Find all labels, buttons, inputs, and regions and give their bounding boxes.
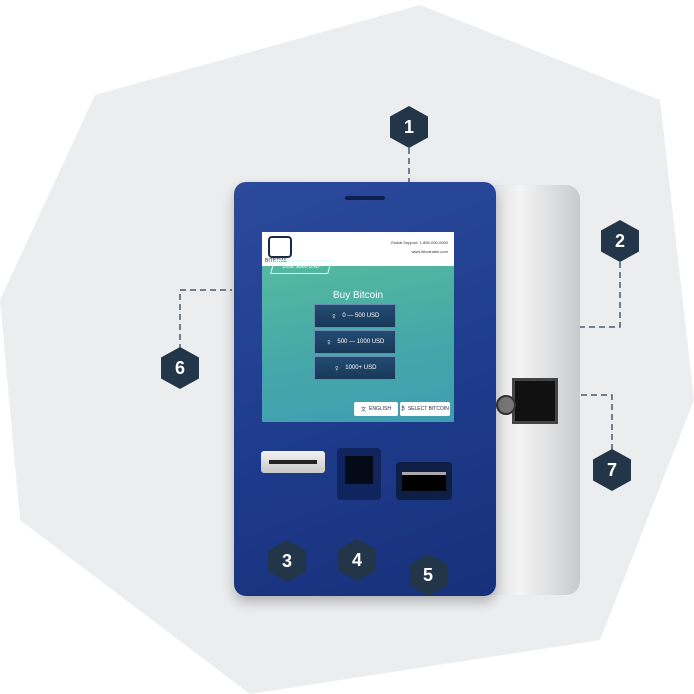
language-icon: 文	[361, 406, 367, 413]
person-icon: ♀	[330, 311, 338, 321]
language-label: ENGLISH	[369, 406, 391, 412]
option-button-1[interactable]: ♀ 0 — 500 USD	[314, 304, 396, 328]
option-label: 1000+ USD	[345, 365, 377, 371]
support-info: Global Support: 1-855-000-0000 www.bitco…	[391, 238, 448, 256]
side-receipt-slot	[512, 378, 558, 424]
callout-badge-1: 1	[390, 106, 428, 148]
bill-slot	[402, 472, 446, 491]
option-label: 0 — 500 USD	[342, 313, 380, 319]
person-icon: ♀	[333, 363, 341, 373]
lock-icon	[496, 395, 516, 415]
option-label: 500 — 1000 USD	[337, 339, 385, 345]
support-line: Global Support: 1-855-000-0000	[390, 240, 448, 245]
screen-header: BITBTMS Global Support: 1-855-000-0000 w…	[262, 232, 454, 266]
support-line: www.bitcoinatm.com	[411, 249, 448, 254]
qr-scanner	[337, 448, 381, 500]
callout-line-2	[420, 262, 621, 328]
cash-acceptor	[396, 462, 452, 500]
camera-slot	[345, 196, 385, 200]
callout-badge-3: 3	[268, 540, 306, 582]
select-bitcoin-label: SELECT BITCOIN	[407, 406, 449, 412]
person-icon: ♀	[325, 337, 333, 347]
touch-screen: BITBTMS Global Support: 1-855-000-0000 w…	[262, 232, 454, 422]
bitcoin-icon: ₿	[401, 406, 405, 412]
card-reader	[261, 451, 325, 473]
callout-badge-4: 4	[338, 539, 376, 581]
option-button-2[interactable]: ♀ 500 — 1000 USD	[314, 330, 396, 354]
limit-tab[interactable]: Limit: $500 USD	[270, 260, 332, 274]
callout-badge-5: 5	[409, 554, 447, 596]
screen-title: Buy Bitcoin	[332, 290, 384, 301]
logo-icon	[268, 236, 292, 258]
option-button-3[interactable]: ♀ 1000+ USD	[314, 356, 396, 380]
callout-line-6	[179, 289, 232, 350]
select-bitcoin-button[interactable]: ₿SELECT BITCOIN	[400, 402, 450, 416]
scanner-window	[345, 456, 373, 484]
logo-text: BITBTMS	[265, 258, 287, 264]
card-slot	[269, 460, 317, 464]
